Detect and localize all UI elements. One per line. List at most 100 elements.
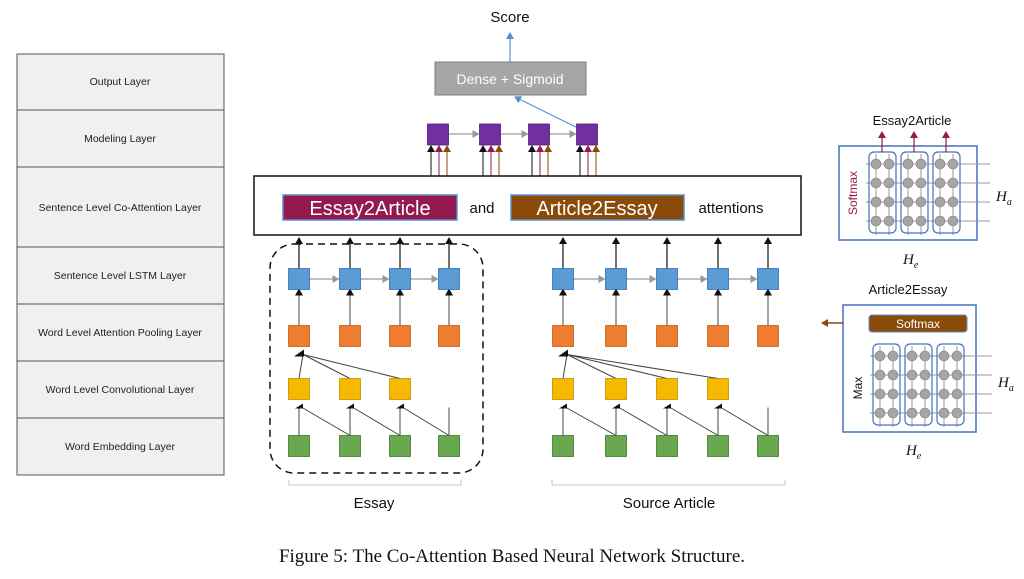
essay2article-panel: Essay2Article Softmax Ha He [838,113,1012,271]
article-conv-node [707,378,729,400]
essay-pooling-node [389,325,411,347]
attention-cell [938,388,950,400]
attention-cell [874,388,886,400]
dense-sigmoid-box [434,61,587,96]
essay2article-chip [282,194,458,221]
a2e-softmax-label: Softmax [896,317,940,331]
modeling-node [528,123,550,146]
attention-cell [951,350,963,362]
attention-cell [934,177,946,189]
modeling-node [479,123,501,146]
attention-cell [915,215,927,227]
e2a-ha-label: Ha [995,189,1012,208]
layer-stack: Output Layer Modeling Layer Sentence Lev… [16,53,225,476]
attention-cell [870,177,882,189]
a2e-grid [870,343,992,427]
attention-cell [919,350,931,362]
attention-cell [934,196,946,208]
attention-cell [951,369,963,381]
attention-cell [934,158,946,170]
attention-cell [947,215,959,227]
attention-cell [874,369,886,381]
essay-conv-gate [396,403,404,409]
essay-pooling-node [339,325,361,347]
layer-attention-pooling: Word Level Attention Pooling Layer [38,327,202,339]
article-embedding-node [605,435,627,457]
source-article-label: Source Article [623,495,716,512]
essay-lstm-node [339,268,361,290]
a2e-he-label: He [905,443,922,462]
essay-network [288,237,460,457]
grid-column-box [936,343,965,426]
attention-cell [906,407,918,419]
attention-cell [874,407,886,419]
attention-cell [938,350,950,362]
attention-cell [906,388,918,400]
attention-cell [947,177,959,189]
dense-sigmoid-label: Dense + Sigmoid [456,71,563,87]
article-lstm-node [552,268,574,290]
essay-lstm-node [438,268,460,290]
essay-conv-node [339,378,361,400]
attention-cell [883,158,895,170]
essay-conv-node [288,378,310,400]
attention-cell [915,158,927,170]
attention-cell [902,177,914,189]
essay-embedding-node [389,435,411,457]
attention-cell [870,196,882,208]
attention-cell [870,215,882,227]
article2essay-label: Article2Essay [536,198,657,220]
article-conv-gate [559,403,567,409]
attention-cell [902,215,914,227]
article-pooling-node [552,325,574,347]
figure-caption: Figure 5: The Co-Attention Based Neural … [278,546,746,567]
e2a-title: Essay2Article [873,113,952,128]
essay-lstm-node [389,268,411,290]
e2a-grid [866,131,990,235]
article-pooling-node [707,325,729,347]
attention-cell [883,215,895,227]
attention-cell [887,350,899,362]
article-pooling-node [605,325,627,347]
layer-coattention: Sentence Level Co-Attention Layer [39,202,202,214]
essay-group-outline [269,243,484,474]
attention-cell [874,350,886,362]
article-lstm-node [656,268,678,290]
attention-cell [902,196,914,208]
and-label: and [469,200,494,217]
article-conv-node [552,378,574,400]
article-conv-gate [714,403,722,409]
article2essay-panel: Article2Essay Softmax Max Ha He [821,282,1014,462]
score-label: Score [490,9,529,26]
attention-cell [951,407,963,419]
article-network [552,237,779,457]
attention-cell [947,196,959,208]
article-lstm-node [707,268,729,290]
layer-output: Output Layer [90,76,151,88]
essay-embedding-node [339,435,361,457]
article-conv-gate [612,403,620,409]
attention-cell [906,369,918,381]
grid-column-box [872,343,901,426]
modeling-node [576,123,598,146]
attention-cell [919,407,931,419]
article-conv-gate [663,403,671,409]
modeling-nodes [427,123,600,176]
essay-conv-node [389,378,411,400]
article2essay-chip [510,194,685,221]
article-pooling-node [656,325,678,347]
a2e-ha-label: Ha [997,375,1014,394]
output-head: Score Dense + Sigmoid [434,9,589,134]
attention-cell [887,388,899,400]
article-lstm-node [605,268,627,290]
essay-label: Essay [354,495,395,512]
article-pool-gate [558,349,568,357]
layer-embedding: Word Embedding Layer [65,441,176,453]
e2a-softmax-label: Softmax [846,171,860,215]
attention-cell [938,407,950,419]
essay-pooling-node [438,325,460,347]
essay-conv-gate [295,403,303,409]
grid-column-box [904,343,933,426]
article-pooling-node [757,325,779,347]
